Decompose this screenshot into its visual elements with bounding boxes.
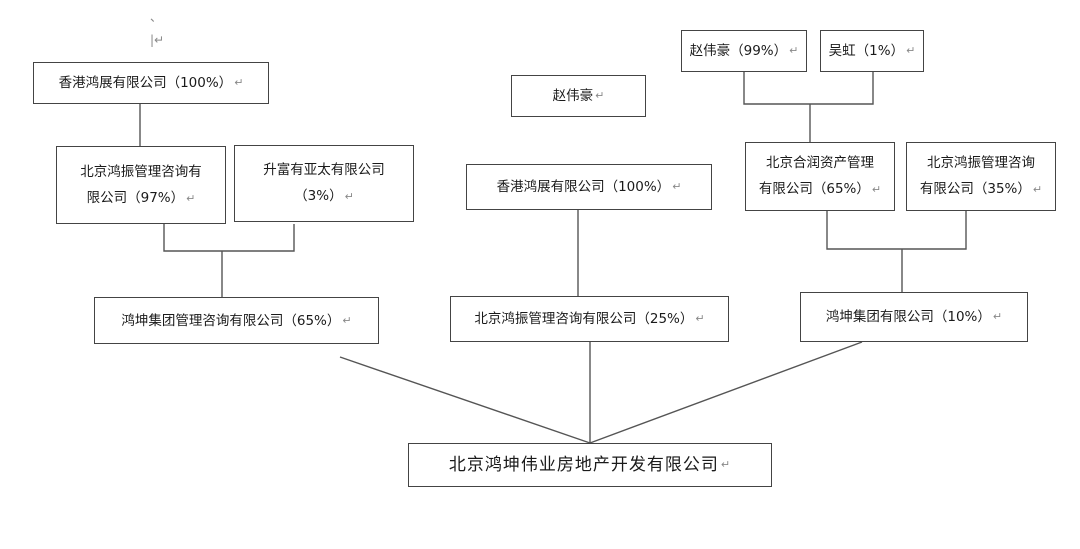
node-hk-hongzhan-mid: 香港鸿展有限公司（100%）↵ [466, 164, 712, 210]
node-hongkun-group: 鸿坤集团有限公司（10%）↵ [800, 292, 1028, 342]
line-bracket-left [163, 224, 295, 252]
node-bj-hongzhen-35: 北京鸿振管理咨询 有限公司（35%）↵ [906, 142, 1056, 211]
node-zhao-top: 赵伟豪↵ [511, 75, 646, 117]
stray-tick: 、 [150, 10, 163, 24]
line-bracket-top-right [743, 72, 874, 105]
line-group-to-target [589, 341, 863, 444]
node-hongkun-consult: 鸿坤集团管理咨询有限公司（65%）↵ [94, 297, 379, 344]
node-wuhong: 吴虹（1%）↵ [820, 30, 924, 72]
node-bj-hongzhen-25: 北京鸿振管理咨询有限公司（25%）↵ [450, 296, 729, 342]
line-bracket-right [826, 211, 967, 250]
node-hexun: 北京合润资产管理 有限公司（65%）↵ [745, 142, 895, 211]
node-shengfu: 升富有亚太有限公司 （3%）↵ [234, 145, 414, 222]
line-consult-to-target [339, 356, 591, 444]
node-target-company: 北京鸿坤伟业房地产开发有限公司↵ [408, 443, 772, 487]
node-zhao-99: 赵伟豪（99%）↵ [681, 30, 807, 72]
stray-cursor-mark: |↵ [150, 33, 165, 47]
node-hk-hongzhan-left: 香港鸿展有限公司（100%）↵ [33, 62, 269, 104]
node-bj-hongzhen-97: 北京鸿振管理咨询有 限公司（97%）↵ [56, 146, 226, 224]
